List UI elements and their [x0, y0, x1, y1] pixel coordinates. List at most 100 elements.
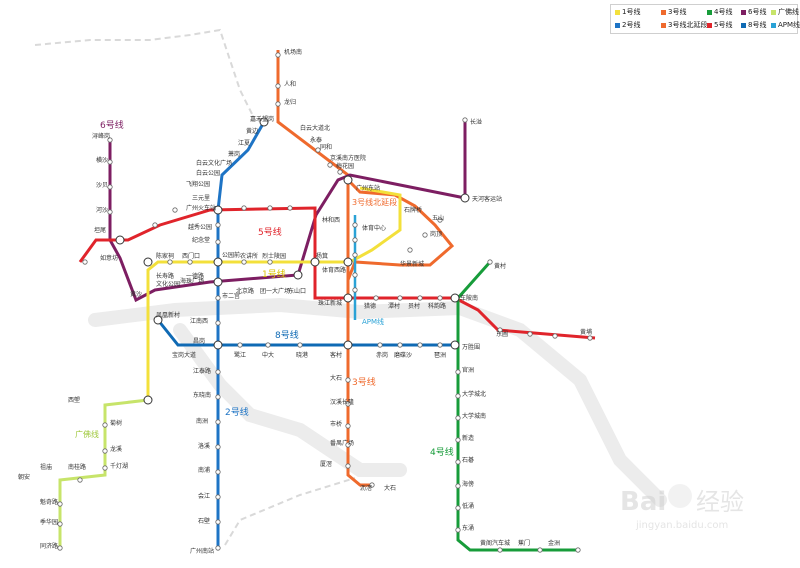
station-labels: 机场南 人和 龙归 嘉禾望岗 白云大道北 永泰 同和 京溪南方医院 梅花园 黄边… — [18, 48, 592, 555]
svg-text:东涌: 东涌 — [462, 524, 474, 532]
paw-icon — [668, 484, 692, 508]
legend-item: 1号线 — [615, 8, 640, 17]
line6-path — [108, 120, 467, 303]
station-dot — [369, 482, 375, 488]
svg-text:如意坊: 如意坊 — [100, 254, 118, 262]
svg-text:公园前: 公园前 — [222, 251, 240, 259]
svg-text:京溪南方医院: 京溪南方医院 — [330, 154, 366, 162]
svg-text:海傍: 海傍 — [462, 480, 474, 488]
svg-text:潭村: 潭村 — [388, 302, 400, 310]
svg-text:人和: 人和 — [284, 80, 296, 88]
svg-text:石牌桥: 石牌桥 — [404, 206, 422, 214]
station-dot — [275, 101, 281, 107]
station-dot — [455, 505, 461, 511]
svg-text:白云公园: 白云公园 — [196, 169, 220, 177]
svg-text:杨箕: 杨箕 — [316, 252, 328, 260]
background-rivers — [88, 297, 667, 507]
background-rail — [34, 28, 356, 546]
station-dot — [57, 545, 63, 551]
legend-item: 3号线 — [661, 8, 686, 17]
station-dot — [241, 205, 247, 211]
svg-text:市桥: 市桥 — [330, 420, 342, 428]
watermark-brand2: 经验 — [696, 488, 744, 516]
line8-path — [156, 319, 455, 347]
line4-label: 4号线 — [430, 446, 454, 458]
svg-text:陈家祠: 陈家祠 — [156, 252, 174, 260]
station-dot — [407, 247, 413, 253]
svg-text:大学城南: 大学城南 — [462, 412, 486, 420]
legend-swatch — [771, 22, 776, 28]
station-dot — [215, 519, 221, 525]
station-dot — [397, 342, 403, 348]
station-dot — [107, 184, 113, 190]
svg-text:一德路: 一德路 — [186, 272, 204, 280]
svg-text:农讲所: 农讲所 — [240, 252, 258, 260]
svg-text:石壁: 石壁 — [198, 517, 210, 525]
station-dot — [315, 147, 321, 153]
svg-text:东圃: 东圃 — [496, 330, 508, 338]
svg-text:同和: 同和 — [320, 143, 332, 151]
line6-label: 6号线 — [100, 119, 124, 131]
legend-swatch — [707, 22, 712, 28]
svg-text:季华园: 季华园 — [40, 518, 58, 526]
svg-text:河沙: 河沙 — [96, 206, 108, 214]
station-dot — [107, 209, 113, 215]
svg-text:越秀公园: 越秀公园 — [188, 223, 212, 231]
svg-text:南浦: 南浦 — [198, 466, 210, 474]
svg-text:万胜围: 万胜围 — [462, 343, 480, 351]
legend-swatch — [771, 9, 776, 15]
svg-text:凤凰新村: 凤凰新村 — [156, 311, 180, 319]
svg-text:江泰路: 江泰路 — [193, 367, 211, 375]
station-dot — [377, 342, 383, 348]
station-dot — [352, 237, 358, 243]
svg-text:东山口: 东山口 — [288, 287, 306, 295]
svg-text:梅花园: 梅花园 — [336, 162, 354, 170]
svg-text:嘉禾望岗: 嘉禾望岗 — [250, 115, 274, 123]
line1-path — [146, 186, 402, 400]
station-dot — [437, 295, 443, 301]
svg-text:石碁: 石碁 — [462, 456, 474, 464]
station-dot — [152, 222, 158, 228]
legend-swatch — [707, 9, 712, 15]
legend-swatch — [615, 22, 620, 28]
station-dot — [297, 342, 303, 348]
svg-text:林和西: 林和西 — [322, 216, 340, 224]
svg-text:大学城北: 大学城北 — [462, 390, 486, 398]
station-dot — [497, 547, 503, 553]
svg-text:大石: 大石 — [384, 484, 396, 492]
station-dot — [462, 117, 468, 123]
svg-text:中大: 中大 — [262, 351, 274, 359]
watermark-url: jingyan.baidu.com — [635, 520, 728, 531]
legend-label: 4号线 — [714, 8, 733, 16]
line1-label: 1号线 — [262, 268, 286, 280]
legend-label: 2号线 — [622, 21, 641, 29]
station-dot — [455, 415, 461, 421]
svg-text:华景新城: 华景新城 — [400, 260, 424, 268]
station-dot — [345, 463, 351, 469]
svg-text:广州东站: 广州东站 — [356, 184, 380, 192]
svg-text:体育西路: 体育西路 — [322, 266, 346, 274]
svg-text:烈士陵园: 烈士陵园 — [262, 252, 286, 260]
svg-text:同济路: 同济路 — [40, 542, 58, 550]
svg-text:龙归: 龙归 — [284, 98, 296, 106]
station-dot — [265, 342, 271, 348]
station-dot — [345, 423, 351, 429]
legend-label: 5号线 — [714, 21, 733, 29]
svg-text:岗顶: 岗顶 — [430, 231, 442, 238]
svg-text:鹭江: 鹭江 — [234, 351, 246, 359]
svg-text:黄沙: 黄沙 — [130, 290, 142, 298]
station-dot — [57, 521, 63, 527]
legend-label: 8号线 — [748, 21, 767, 29]
station-dot — [267, 205, 273, 211]
legend-label: 1号线 — [622, 8, 641, 16]
line8-label: 8号线 — [275, 329, 299, 341]
svg-text:客村: 客村 — [330, 351, 342, 359]
station-dot — [102, 448, 108, 454]
station-dot — [215, 494, 221, 500]
station-dot — [497, 327, 503, 333]
station-dot — [107, 159, 113, 165]
station-dot — [455, 527, 461, 533]
station-dot — [437, 217, 443, 223]
